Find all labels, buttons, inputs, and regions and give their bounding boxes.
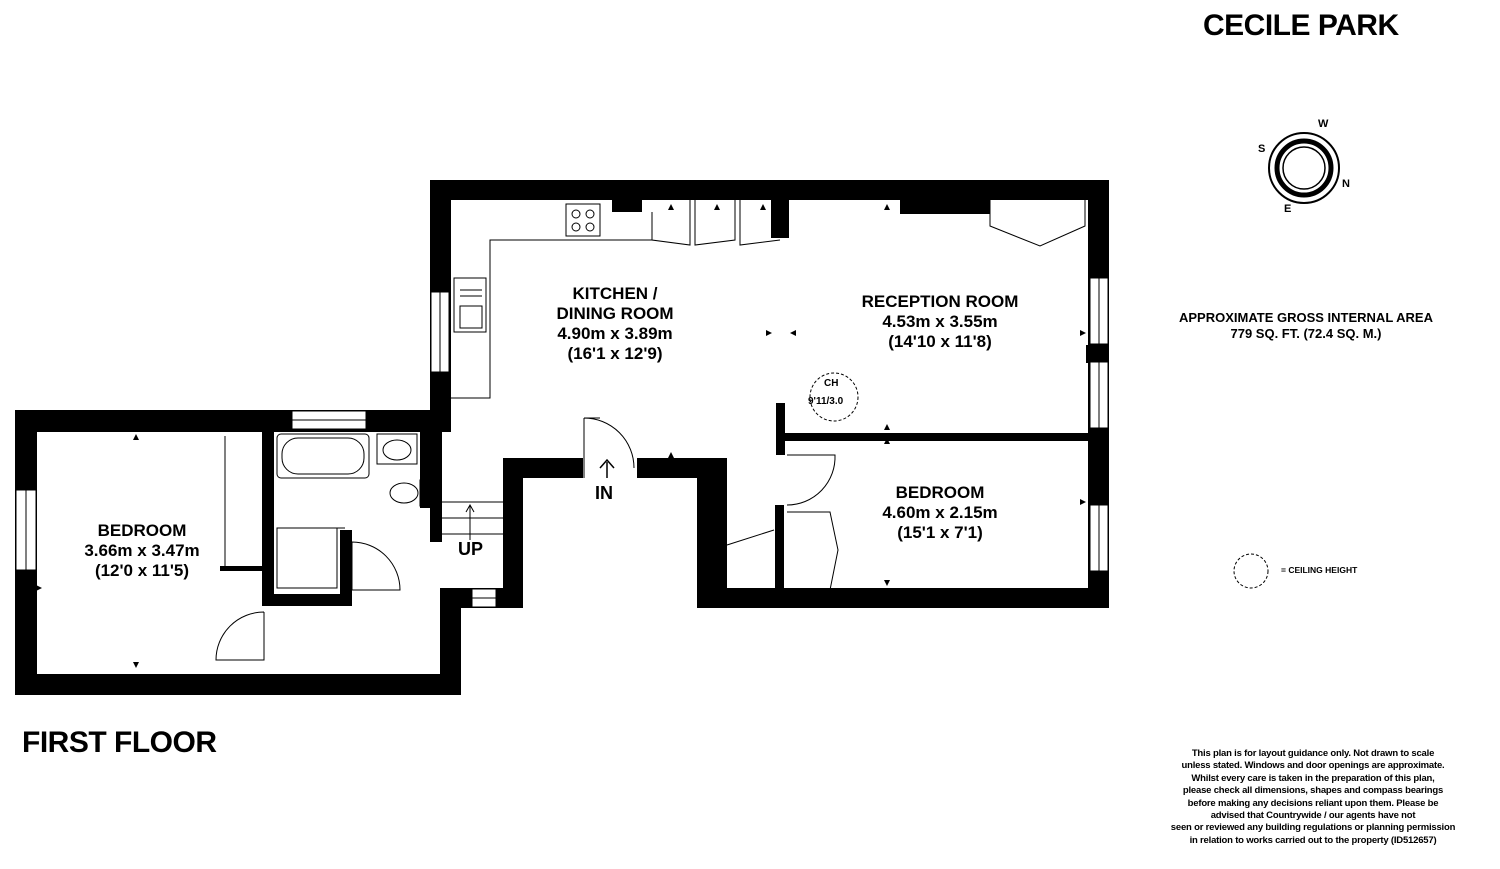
wall-bath-right-top — [420, 430, 430, 508]
wall-bath-bottom — [262, 594, 352, 606]
disclaimer-line: advised that Countrywide / our agents ha… — [1210, 810, 1416, 822]
room-bedroom-right: BEDROOM 4.60m x 2.15m (15'1 x 7'1) — [855, 483, 1025, 543]
wall-lower-right-of-left-block — [440, 588, 461, 695]
wall-hall-left — [430, 400, 442, 542]
room-reception-metric: 4.53m x 3.55m — [882, 312, 998, 331]
shower — [276, 527, 338, 589]
disclaimer: This plan is for layout guidance only. N… — [1128, 748, 1498, 847]
disclaimer-line: Whilst every care is taken in the prepar… — [1191, 772, 1435, 784]
room-bedroom-left-metric: 3.66m x 3.47m — [84, 541, 200, 560]
toilet — [419, 479, 431, 507]
wall-bath-right-stub — [340, 530, 352, 606]
wall-bottom-right — [697, 588, 1109, 608]
wall-top-nub-2 — [771, 198, 789, 238]
compass-s: S — [1258, 143, 1266, 155]
bathtub — [276, 433, 370, 479]
wall-top-nub-3 — [900, 198, 990, 214]
room-bedroom-left-name: BEDROOM — [97, 521, 187, 540]
disclaimer-line: unless stated. Windows and door openings… — [1181, 760, 1445, 772]
worktop — [451, 239, 652, 399]
room-bedroom-right-imperial: (15'1 x 7'1) — [897, 523, 983, 542]
room-bedroom-right-metric: 4.60m x 2.15m — [882, 503, 998, 522]
wall-right-nub — [1086, 345, 1109, 363]
disclaimer-line: in relation to works carried out to the … — [1189, 834, 1437, 846]
wall-top-nub-1 — [612, 198, 642, 212]
disclaimer-line: please check all dimensions, shapes and … — [1182, 785, 1444, 797]
room-kitchen: KITCHEN / DINING ROOM 4.90m x 3.89m (16'… — [520, 284, 710, 364]
room-kitchen-name-1: KITCHEN / — [572, 284, 658, 303]
room-reception-name: RECEPTION ROOM — [861, 292, 1019, 311]
legend-ceiling-height: = CEILING HEIGHT — [1281, 565, 1358, 575]
room-reception-imperial: (14'10 x 11'8) — [888, 332, 992, 351]
room-kitchen-name-2: DINING ROOM — [556, 304, 674, 323]
compass-icon — [1268, 132, 1340, 204]
disclaimer-line: before making any decisions reliant upon… — [1187, 797, 1439, 809]
room-reception: RECEPTION ROOM 4.53m x 3.55m (14'10 x 11… — [825, 292, 1055, 352]
gross-area-line2: 779 SQ. FT. (72.4 SQ. M.) — [1230, 326, 1382, 341]
gross-area-line1: APPROXIMATE GROSS INTERNAL AREA — [1178, 310, 1433, 325]
wall-reception-bedroom — [777, 433, 1089, 441]
room-bedroom-left: BEDROOM 3.66m x 3.47m (12'0 x 11'5) — [57, 521, 227, 581]
stairs-label: UP — [458, 539, 484, 559]
ceiling-height-marker — [809, 372, 859, 422]
room-kitchen-imperial: (16'1 x 12'9) — [567, 344, 663, 363]
basin — [376, 433, 418, 465]
wall-left-bedroom-bottom — [15, 674, 461, 695]
wall-entrance-left-down — [503, 458, 523, 608]
compass-w: W — [1318, 118, 1329, 130]
wall-top — [430, 180, 1109, 200]
disclaimer-line: seen or reviewed any building regulation… — [1170, 822, 1456, 834]
gross-area: APPROXIMATE GROSS INTERNAL AREA 779 SQ. … — [1150, 310, 1462, 342]
room-bedroom-right-name: BEDROOM — [895, 483, 985, 502]
ceiling-abbr: CH — [824, 378, 839, 389]
kitchen-sink — [453, 277, 487, 333]
hob — [565, 203, 601, 237]
wall-entrance-right-down — [697, 458, 727, 608]
page-title: CECILE PARK — [1203, 9, 1399, 42]
wall-bedroom-left — [775, 505, 784, 590]
compass-e: E — [1284, 203, 1292, 215]
floor-label: FIRST FLOOR — [22, 726, 217, 759]
disclaimer-line: This plan is for layout guidance only. N… — [1191, 748, 1435, 759]
legend-ceiling-symbol — [1233, 553, 1269, 589]
wall-reception-stub — [776, 403, 785, 455]
wall-bath-left — [262, 430, 274, 600]
compass-n: N — [1342, 178, 1350, 190]
ceiling-value: 9'11/3.0 — [808, 396, 844, 407]
wall-left-bedroom-top — [15, 410, 451, 432]
entrance-label: IN — [595, 483, 613, 503]
room-bedroom-left-imperial: (12'0 x 11'5) — [94, 561, 190, 580]
room-kitchen-metric: 4.90m x 3.89m — [557, 324, 673, 343]
wardrobe-wall — [220, 566, 265, 571]
